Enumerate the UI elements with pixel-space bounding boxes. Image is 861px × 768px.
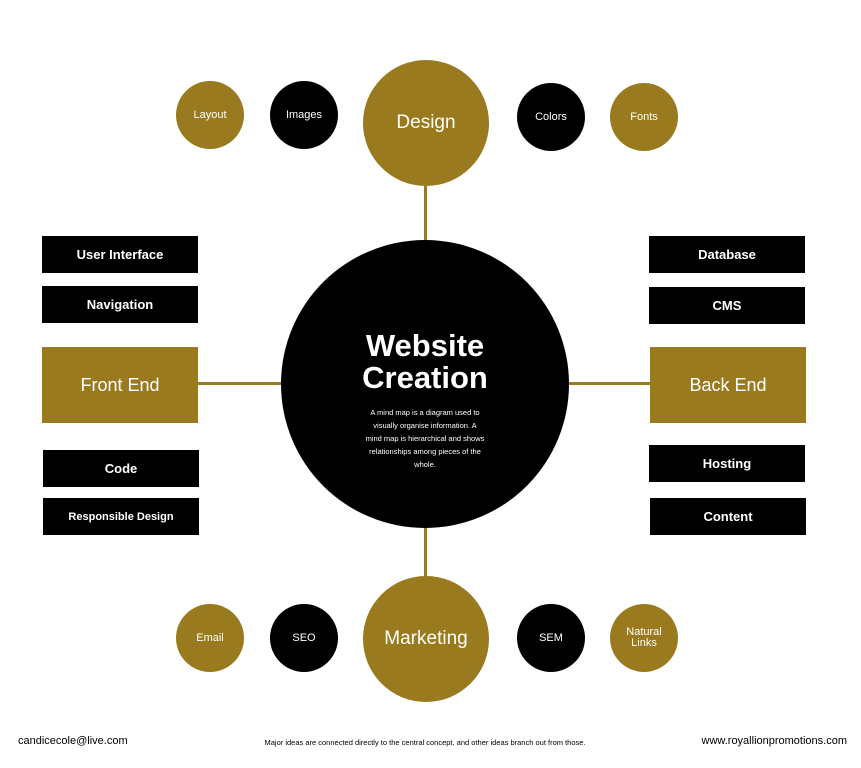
center-description: A mind map is a diagram used to visually… xyxy=(365,408,485,469)
marketing-node: Marketing xyxy=(363,576,489,702)
front-end-child-code: Code xyxy=(43,450,199,487)
footer-email: candicecole@live.com xyxy=(18,735,128,747)
front-end-child-navigation: Navigation xyxy=(42,286,198,323)
design-child-fonts: Fonts xyxy=(610,83,678,151)
front-end-child-responsible-design: Responsible Design xyxy=(43,498,199,535)
back-end-child-database: Database xyxy=(649,236,805,273)
back-end-child-hosting: Hosting xyxy=(649,445,805,482)
marketing-child-natural-links: Natural Links xyxy=(610,604,678,672)
back-end-child-cms: CMS xyxy=(649,287,805,324)
center-title-line2: Creation xyxy=(362,360,488,395)
design-node: Design xyxy=(363,60,489,186)
back-end-child-content: Content xyxy=(650,498,806,535)
footer-website: www.royallionpromotions.com xyxy=(701,735,848,747)
marketing-child-sem: SEM xyxy=(517,604,585,672)
center-title-line1: Website xyxy=(365,328,485,363)
center-title: Website Creation xyxy=(281,330,569,394)
connector-marketing xyxy=(424,527,427,579)
design-child-colors: Colors xyxy=(517,83,585,151)
design-child-images: Images xyxy=(270,81,338,149)
footer-caption: Major ideas are connected directly to th… xyxy=(264,738,586,747)
front-end-child-user-interface: User Interface xyxy=(42,236,198,273)
center-node: Website Creation A mind map is a diagram… xyxy=(281,240,569,528)
connector-design xyxy=(424,186,427,242)
marketing-child-seo: SEO xyxy=(270,604,338,672)
design-child-layout: Layout xyxy=(176,81,244,149)
connector-front-end xyxy=(198,382,283,385)
connector-back-end xyxy=(567,382,652,385)
front-end-node: Front End xyxy=(42,347,198,423)
marketing-child-email: Email xyxy=(176,604,244,672)
back-end-node: Back End xyxy=(650,347,806,423)
